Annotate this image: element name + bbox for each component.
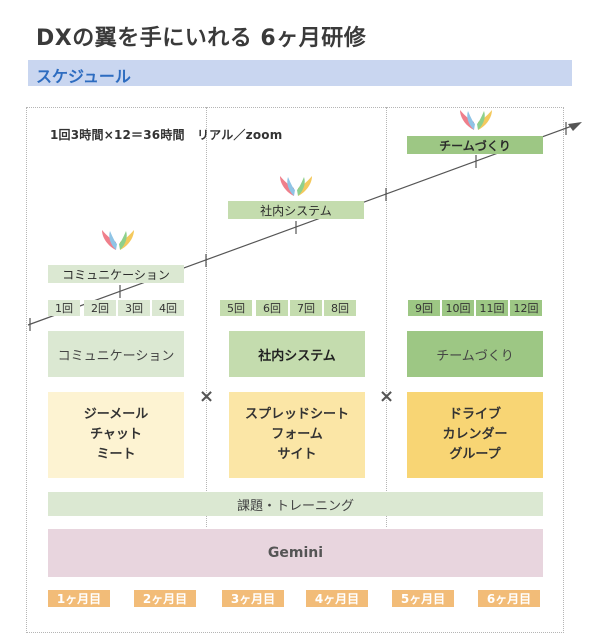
session-badge: 11回 [476, 300, 508, 316]
session-badge: 4回 [152, 300, 184, 316]
session-badge: 5回 [220, 300, 252, 316]
session-badge: 6回 [256, 300, 288, 316]
session-badge: 1回 [48, 300, 80, 316]
stage-label-team-building: チームづくり [407, 136, 543, 154]
tool-item: ドライブ [448, 406, 501, 422]
month-label: 5ヶ月目 [392, 590, 454, 607]
section-header-bar: スケジュール [28, 60, 572, 86]
stage-label-internal-system: 社内システム [228, 201, 364, 219]
theme-team-building: チームづくり [407, 331, 543, 377]
tool-item: スプレッドシート [244, 406, 349, 422]
cross-icon: × [199, 386, 215, 407]
course-summary: 1回3時間×12＝36時間 リアル／zoom [50, 128, 283, 142]
tool-item: ミート [96, 447, 136, 463]
wings-icon [102, 230, 134, 250]
wings-icon [460, 110, 492, 130]
column-separator [206, 107, 207, 527]
stage-label-communication: コミュニケーション [48, 265, 184, 283]
page-title: DXの翼を手にいれる 6ヶ月研修 [36, 26, 367, 51]
tool-item: サイト [277, 447, 317, 463]
section-title: スケジュール [36, 67, 131, 86]
theme-communication: コミュニケーション [48, 331, 184, 377]
month-label: 1ヶ月目 [48, 590, 110, 607]
diagram-frame [26, 107, 564, 633]
tool-item: フォーム [271, 426, 323, 442]
assignment-bar: 課題・トレーニング [48, 492, 543, 516]
tool-item: グループ [449, 447, 501, 463]
cross-icon: × [379, 386, 395, 407]
session-badge: 9回 [408, 300, 440, 316]
column-separator [386, 107, 387, 527]
session-badge: 12回 [510, 300, 542, 316]
tools-internal-system: スプレッドシート フォーム サイト [229, 392, 365, 478]
tool-item: カレンダー [442, 426, 508, 442]
gemini-bar: Gemini [48, 529, 543, 577]
arrow-head-icon [568, 122, 582, 131]
session-badge: 7回 [290, 300, 322, 316]
month-label: 4ヶ月目 [306, 590, 368, 607]
session-badge: 10回 [442, 300, 474, 316]
session-badge: 3回 [118, 300, 150, 316]
month-label: 2ヶ月目 [134, 590, 196, 607]
tools-team-building: ドライブ カレンダー グループ [407, 392, 543, 478]
theme-internal-system: 社内システム [229, 331, 365, 377]
wings-icon [280, 176, 312, 196]
tool-item: チャット [90, 426, 142, 442]
month-label: 6ヶ月目 [478, 590, 540, 607]
tools-communication: ジーメール チャット ミート [48, 392, 184, 478]
session-badge: 2回 [84, 300, 116, 316]
tool-item: ジーメール [83, 406, 149, 422]
month-label: 3ヶ月目 [222, 590, 284, 607]
session-badge: 8回 [324, 300, 356, 316]
